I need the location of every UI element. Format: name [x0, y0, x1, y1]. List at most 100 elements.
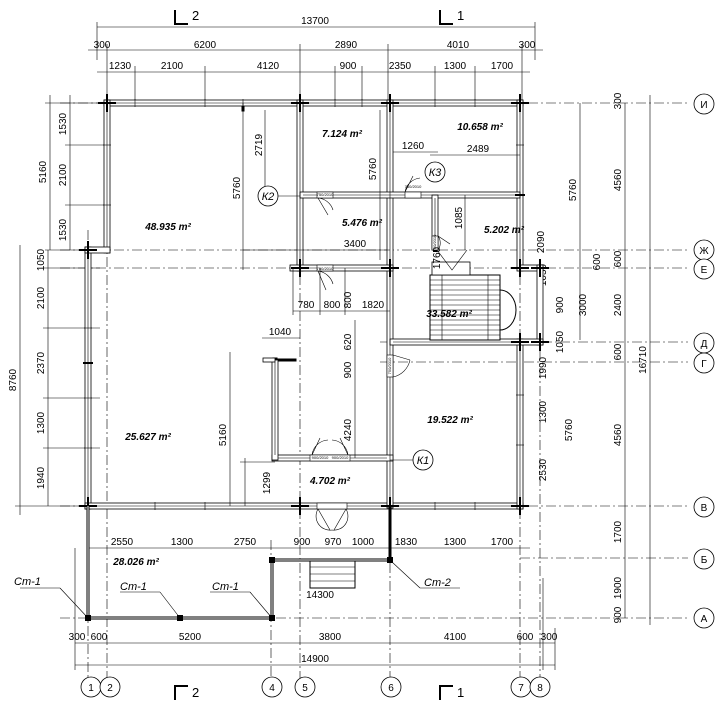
left-dimensions: 5160 8760 1530 2100 1530 1050 2100 2370 … — [8, 95, 110, 515]
dim-right-1050: 1050 — [555, 330, 566, 353]
dim-top3-4: 2350 — [389, 61, 412, 72]
dim-top2-4: 300 — [519, 40, 536, 51]
dim-int-1260: 1260 — [402, 141, 425, 152]
dim-right-3000: 3000 — [578, 293, 589, 316]
dim-int-1820: 1820 — [362, 300, 385, 311]
door-label-6: 900/2010 — [312, 455, 329, 460]
dim-left-1940: 1940 — [36, 466, 47, 489]
axis-bubble-5: 5 — [302, 683, 308, 694]
axis-bubble-V: В — [701, 503, 708, 514]
dim-top2-2: 2890 — [335, 40, 358, 51]
dim-left-1050: 1050 — [36, 248, 47, 271]
dim-bot2-0: 300 — [69, 632, 86, 643]
room-area-5: 5.202 m² — [484, 225, 525, 236]
door-entrance[interactable] — [315, 502, 349, 531]
marker-k2: К2 — [262, 191, 275, 203]
room-area-10: 28.026 m² — [112, 557, 159, 568]
dim-right-2400: 2400 — [613, 293, 624, 316]
dim-bot1-5: 1000 — [352, 537, 375, 548]
section-mark-top-2: 2 — [192, 8, 199, 23]
dim-bot1-1: 1300 — [171, 537, 194, 548]
door-hall[interactable]: 750/2010 — [317, 264, 334, 291]
dim-top3-1: 2100 — [161, 61, 184, 72]
room-area-9: 4.702 m² — [309, 476, 351, 487]
column-labels: Ст-1 Ст-1 Ст-1 Ст-2 — [14, 561, 460, 619]
room-area-8: 19.522 m² — [427, 415, 473, 426]
dim-int-5160: 5160 — [218, 423, 229, 446]
dim-bottom-overall: 14900 — [301, 654, 329, 665]
section-marks: 2 1 2 1 — [174, 8, 464, 700]
section-mark-bottom-1: 1 — [457, 685, 464, 700]
dim-int-1040: 1040 — [269, 327, 292, 338]
dim-int-3400: 3400 — [344, 239, 367, 250]
dim-int-5760a: 5760 — [232, 176, 243, 199]
dim-bot1-8: 1700 — [491, 537, 514, 548]
dim-top2-1: 6200 — [194, 40, 217, 51]
axis-bubble-4: 4 — [269, 683, 275, 694]
dim-left-2370: 2370 — [36, 351, 47, 374]
room-area-6: 33.582 m² — [426, 309, 472, 320]
axis-bubble-B: Б — [701, 555, 708, 566]
dim-bot1-2: 2750 — [234, 537, 257, 548]
dim-left-1530b: 1530 — [58, 218, 69, 241]
dim-int-1299: 1299 — [262, 471, 273, 494]
axis-bubble-Zh: Ж — [699, 246, 709, 257]
dim-bot2-1: 600 — [91, 632, 108, 643]
dim-right-2090: 2090 — [536, 230, 547, 253]
right-dimensions: 16710 300 4560 600 2400 600 4560 1700 19… — [536, 92, 651, 625]
door-bath[interactable]: 750/2010 — [431, 234, 451, 251]
axis-bubble-1: 1 — [88, 683, 94, 694]
dim-int-1760: 1760 — [432, 246, 443, 269]
door-k2[interactable]: 750/2010 — [317, 191, 334, 216]
walls — [79, 94, 549, 515]
room-areas: 7.124 m² 10.658 m² 48.935 m² 5.476 m² 5.… — [112, 122, 524, 568]
column-label-st1-c: Ст-1 — [212, 581, 239, 593]
dim-left-1530a: 1530 — [58, 112, 69, 135]
dim-bot1-7: 1300 — [444, 537, 467, 548]
dim-bot1-0: 2550 — [111, 537, 134, 548]
dim-right-900: 900 — [613, 606, 624, 623]
dim-veranda-span: 14300 — [306, 590, 334, 601]
room-area-7: 25.627 m² — [124, 432, 171, 443]
dim-left-8760: 8760 — [8, 368, 19, 391]
dim-right-4560b: 4560 — [613, 423, 624, 446]
dim-right-600a: 600 — [613, 250, 624, 267]
axis-bubble-A: А — [701, 614, 708, 625]
dim-int-780: 780 — [298, 300, 315, 311]
marker-k3: К3 — [429, 167, 442, 179]
column-label-st1-b: Ст-1 — [120, 581, 147, 593]
door-k3[interactable]: 750/2010 — [405, 175, 422, 199]
dim-int-900: 900 — [343, 361, 354, 378]
axis-bubble-8: 8 — [537, 683, 543, 694]
dim-right-1300: 1300 — [538, 400, 549, 423]
stairs — [309, 249, 517, 589]
doors: 750/2010 750/2010 750/2010 750/2010 750/… — [309, 175, 451, 531]
section-mark-bottom-2: 2 — [192, 685, 199, 700]
top-dimensions: 13700 300 6200 2890 4010 300 1230 2100 4… — [88, 16, 543, 100]
door-g[interactable]: 750/2010 — [386, 354, 411, 378]
dim-left-1300: 1300 — [36, 411, 47, 434]
dim-top3-5: 1300 — [444, 61, 467, 72]
dim-right-300: 300 — [613, 92, 624, 109]
dim-right-1050c: 1050 — [538, 263, 549, 286]
dim-top2-3: 4010 — [447, 40, 470, 51]
dim-int-4240: 4240 — [343, 418, 354, 441]
dim-left-2100b: 2100 — [36, 286, 47, 309]
axis-bubble-G: Г — [701, 359, 707, 370]
marker-k1: К1 — [417, 455, 430, 467]
room-area-3: 48.935 m² — [144, 222, 191, 233]
dim-int-1085: 1085 — [454, 206, 465, 229]
dim-overall-top: 13700 — [301, 16, 329, 27]
dim-left-2100a: 2100 — [58, 163, 69, 186]
dim-right-2530: 2530 — [538, 458, 549, 481]
dim-right-600c: 600 — [592, 253, 603, 270]
dim-bot2-2: 5200 — [179, 632, 202, 643]
interior-dimensions: 2719 5760 5760 1260 2489 1085 1760 3400 … — [218, 103, 520, 506]
dim-right-600b: 600 — [613, 343, 624, 360]
dim-top3-0: 1230 — [109, 61, 132, 72]
door-k1[interactable]: 900/2010 900/2010 — [309, 437, 351, 462]
dim-top3-3: 900 — [340, 61, 357, 72]
room-area-4: 5.476 m² — [342, 218, 383, 229]
bottom-dimensions: 2550 1300 2750 900 970 1000 1830 1300 17… — [69, 537, 558, 666]
